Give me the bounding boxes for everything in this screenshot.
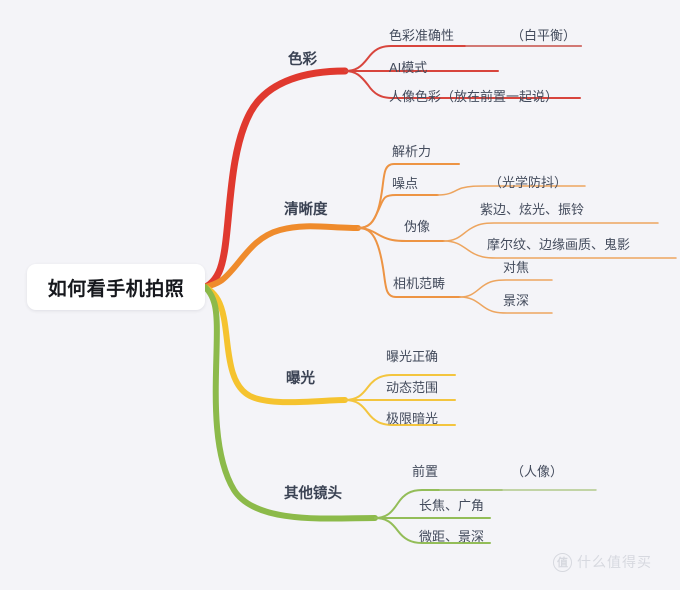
root-node[interactable]: 如何看手机拍照 bbox=[27, 264, 205, 310]
node-label-ai-mode[interactable]: AI模式 bbox=[389, 60, 428, 75]
branch-edges-other-lenses bbox=[202, 284, 597, 544]
branch-label-exposure[interactable]: 曝光 bbox=[286, 371, 315, 387]
branch-edges-clarity bbox=[202, 163, 677, 314]
node-label-tele-wide[interactable]: 长焦、广角 bbox=[419, 498, 485, 513]
node-label-extreme-lowlight[interactable]: 极限暗光 bbox=[386, 411, 439, 426]
node-label-dynamic-range[interactable]: 动态范围 bbox=[386, 380, 439, 395]
node-label-portrait-color[interactable]: 人像色彩（放在前置一起说） bbox=[389, 89, 559, 104]
node-label-resolution[interactable]: 解析力 bbox=[392, 144, 432, 159]
node-label-noise[interactable]: 噪点 bbox=[392, 176, 419, 191]
branch-label-other-lenses[interactable]: 其他镜头 bbox=[284, 486, 342, 502]
node-label-focus[interactable]: 对焦 bbox=[503, 260, 530, 275]
branch-edges-color bbox=[201, 45, 582, 291]
node-label-white-balance[interactable]: （白平衡） bbox=[511, 28, 577, 43]
node-label-front-camera[interactable]: 前置 bbox=[412, 464, 439, 479]
node-label-depth-of-field[interactable]: 景深 bbox=[503, 293, 530, 308]
root-node-label: 如何看手机拍照 bbox=[47, 278, 185, 300]
node-label-portrait[interactable]: （人像） bbox=[511, 464, 564, 479]
branch-label-color[interactable]: 色彩 bbox=[288, 52, 317, 68]
node-label-camera-scope[interactable]: 相机范畴 bbox=[393, 276, 446, 291]
node-label-ois[interactable]: （光学防抖） bbox=[489, 175, 568, 190]
node-label-correct-exposure[interactable]: 曝光正确 bbox=[386, 349, 439, 364]
node-label-artifacts[interactable]: 伪像 bbox=[404, 219, 431, 234]
node-label-moire-edge-ghost[interactable]: 摩尔纹、边缘画质、鬼影 bbox=[487, 237, 631, 252]
node-label-fringing-flare-ringing[interactable]: 紫边、炫光、振铃 bbox=[480, 202, 585, 217]
watermark: 值 什么值得买 bbox=[553, 552, 652, 572]
watermark-logo-icon: 值 bbox=[553, 552, 572, 572]
node-label-color-accuracy[interactable]: 色彩准确性 bbox=[389, 28, 455, 43]
node-label-macro-dof[interactable]: 微距、景深 bbox=[419, 529, 485, 544]
watermark-label: 什么值得买 bbox=[577, 554, 652, 570]
branch-label-clarity[interactable]: 清晰度 bbox=[284, 202, 328, 218]
